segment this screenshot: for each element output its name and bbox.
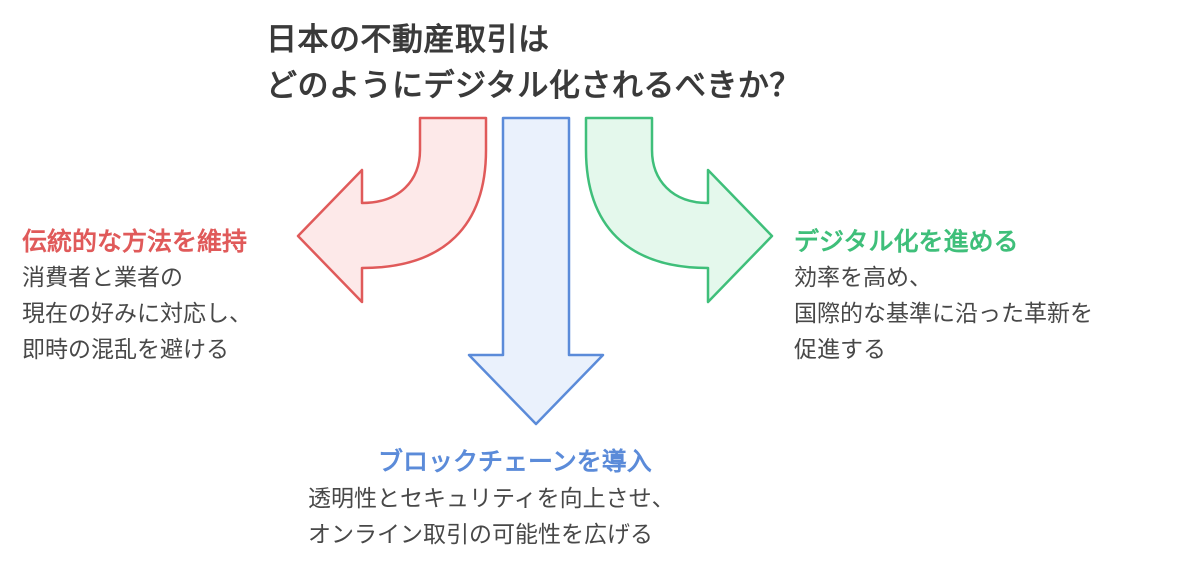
left-option-description: 消費者と業者の 現在の好みに対応し、 即時の混乱を避ける — [22, 260, 252, 368]
center-option-heading: ブロックチェーンを導入 — [378, 447, 652, 476]
center-desc-line: 透明性とセキュリティを向上させ、 — [308, 486, 675, 512]
right-desc-line: 効率を高め、 — [794, 265, 932, 291]
center-down-arrow — [467, 116, 605, 426]
title-line-2: どのようにデジタル化されるべきか？ — [266, 68, 801, 104]
right-desc-line: 促進する — [794, 337, 886, 363]
title-line-1: 日本の不動産取引は — [266, 22, 550, 58]
left-option-heading: 伝統的な方法を維持 — [22, 227, 248, 256]
center-desc-line: オンライン取引の可能性を広げる — [308, 522, 653, 548]
left-desc-line: 即時の混乱を避ける — [22, 337, 229, 363]
right-desc-line: 国際的な基準に沿った革新を — [794, 301, 1093, 327]
center-option-description: 透明性とセキュリティを向上させ、 オンライン取引の可能性を広げる — [308, 481, 675, 553]
left-desc-line: 現在の好みに対応し、 — [22, 301, 252, 327]
left-desc-line: 消費者と業者の — [22, 265, 183, 291]
left-curved-arrow — [296, 116, 488, 304]
right-option-heading: デジタル化を進める — [794, 227, 1019, 256]
right-curved-arrow — [584, 116, 774, 304]
right-option-description: 効率を高め、 国際的な基準に沿った革新を 促進する — [794, 260, 1093, 368]
